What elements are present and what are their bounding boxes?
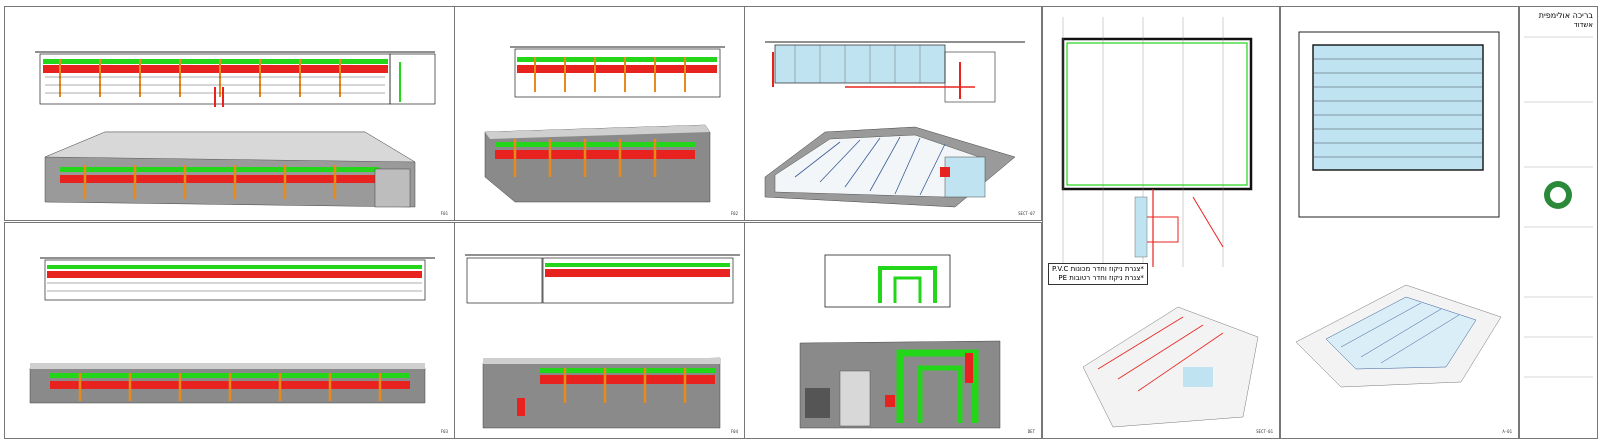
section-drawing (35, 51, 436, 208)
panel-pool-plan: A-01 (1280, 6, 1519, 439)
panel-long-section-1: F01 (4, 6, 455, 221)
project-subtitle: אשדוד (1573, 21, 1593, 29)
section-drawing (465, 254, 740, 429)
project-title: בריכה אולימפית (1538, 11, 1593, 20)
sheet-number: A-01 (1502, 429, 1512, 434)
title-block-grid (1524, 36, 1593, 378)
pool-plan-drawing (1295, 31, 1502, 388)
panel-machine-room: DET (744, 222, 1042, 439)
section-drawing (29, 257, 435, 404)
sheet-number: F04 (730, 429, 738, 434)
sheet-number: SECT-07 (1018, 211, 1035, 216)
section-drawing (484, 46, 725, 203)
sheet-number: F01 (440, 211, 448, 216)
sheet-number: SECT-01 (1256, 429, 1273, 434)
panel-long-section-2: F03 (4, 222, 455, 439)
sheet-number: F02 (730, 211, 738, 216)
panel-pool-section: SECT-07 (744, 6, 1042, 221)
pool-section-drawing (764, 41, 1025, 208)
pipe-material-note: *צנרת ניקוז וחדר מכונות P.V.C *צנרת ניקו… (1048, 263, 1148, 285)
machine-room-drawing (799, 254, 1001, 429)
sheet-number: DET (1027, 429, 1035, 434)
title-block: בריכה אולימפית אשדוד (1519, 6, 1598, 439)
panel-section-2: F02 (454, 6, 745, 221)
panel-drainage-plan: *צנרת ניקוז וחדר מכונות P.V.C *צנרת ניקו… (1042, 6, 1280, 439)
note-line-pvc: *צנרת ניקוז וחדר מכונות P.V.C (1052, 265, 1144, 273)
sheet-number: F03 (440, 429, 448, 434)
note-line-pe: *צנרת ניקוז וחדר רטובות PE (1058, 274, 1144, 282)
panel-section-3: F04 (454, 222, 745, 439)
drainage-plan-drawing (1061, 17, 1259, 428)
